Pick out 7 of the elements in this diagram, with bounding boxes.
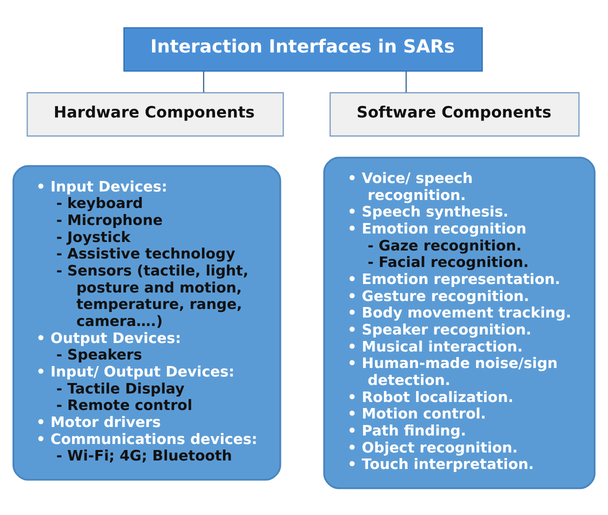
node-box: • Input Devices: - keyboard - Microphone - Joystick - Assistive technology - Sensors (tactile, light, posture and motion, temperature, range, camera….) • Output Devices: - Speakers • Input/ Output Devices: - Tactile Display - Remote control • Motor drivers • Communications devices: - Wi-Fi; 4G; Bluetooth (12, 164, 282, 480)
node-box: Hardware Components (26, 92, 284, 136)
node-box: • Voice/ speech recognition. • Speech synthesis. • Emotion recognition - Gaze recognition. - Facial recognition. • Emotion representation. • Gesture recognition. • Body movement tracking. • Speaker recognition. • Musical interaction. • Human-made noise/sign detection. • Robot localization. • Motion control. • Path finding. • Object recognition. • Touch interpretation. (323, 156, 596, 489)
connector (406, 70, 407, 92)
node-box: Software Components (330, 92, 580, 136)
connector (203, 70, 204, 92)
node-box: Interaction Interfaces in SARs (123, 26, 483, 72)
